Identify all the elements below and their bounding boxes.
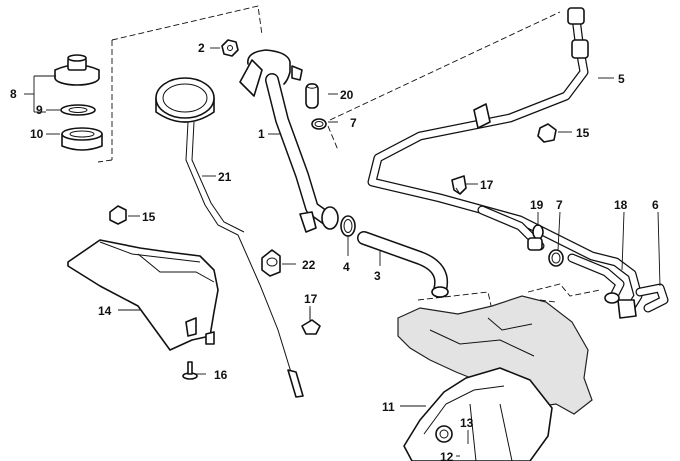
callout-labels: 2 8 9 10 1 20 7 5 15 17 21 15 4 3 22 19 …: [10, 41, 659, 461]
filler-hose: [357, 231, 449, 298]
breather-hose: [305, 83, 319, 109]
hose-clamp-upper: [311, 118, 327, 130]
callout-17-upper: 17: [480, 178, 494, 192]
callout-17-lower: 17: [304, 292, 318, 306]
callout-1: 1: [258, 127, 265, 141]
callout-15-left: 15: [142, 210, 156, 224]
heat-shield: [403, 367, 553, 461]
vent-connector: [477, 205, 545, 251]
hose-18: [567, 253, 625, 304]
hose-clamp-lower: [548, 249, 564, 267]
callout-22: 22: [302, 258, 316, 272]
screw: [182, 361, 198, 380]
callout-11: 11: [382, 400, 395, 414]
callout-7-upper: 7: [350, 116, 357, 130]
splash-shield: [67, 239, 219, 351]
hose-clip: [261, 249, 281, 277]
filler-neck-pipe: [239, 49, 339, 233]
callout-2: 2: [198, 41, 205, 55]
hose-6: [635, 283, 669, 313]
callout-4: 4: [343, 260, 350, 274]
nut: [221, 39, 239, 57]
callout-8: 8: [10, 87, 17, 101]
filler-ring: [61, 127, 103, 151]
callout-9: 9: [36, 103, 43, 117]
hose-clamp-4: [340, 215, 356, 237]
nut-left: [109, 205, 127, 225]
callout-7-lower: 7: [556, 198, 563, 212]
filler-cap: [54, 54, 100, 86]
callout-14: 14: [98, 304, 112, 318]
grommet-with-cable: [155, 77, 304, 398]
callout-15-right: 15: [576, 126, 590, 140]
callout-5: 5: [618, 72, 625, 86]
callout-3: 3: [374, 269, 381, 283]
callout-6: 6: [652, 198, 659, 212]
callout-18: 18: [614, 198, 628, 212]
callout-20: 20: [340, 88, 354, 102]
callout-10: 10: [30, 127, 44, 141]
callout-19: 19: [530, 198, 544, 212]
rubber-grommet: [435, 425, 453, 443]
leader-lines: [24, 47, 661, 457]
plastic-clip-lower: [301, 308, 321, 335]
plastic-clip-upper: [451, 175, 467, 195]
fuel-tank: [397, 295, 593, 415]
callout-12: 12: [440, 450, 454, 461]
callout-21: 21: [218, 170, 232, 184]
callout-16: 16: [214, 368, 228, 382]
seal-ring: [60, 104, 96, 116]
vent-line: [367, 7, 643, 319]
nut-right: [537, 123, 557, 143]
callout-13: 13: [460, 416, 474, 430]
